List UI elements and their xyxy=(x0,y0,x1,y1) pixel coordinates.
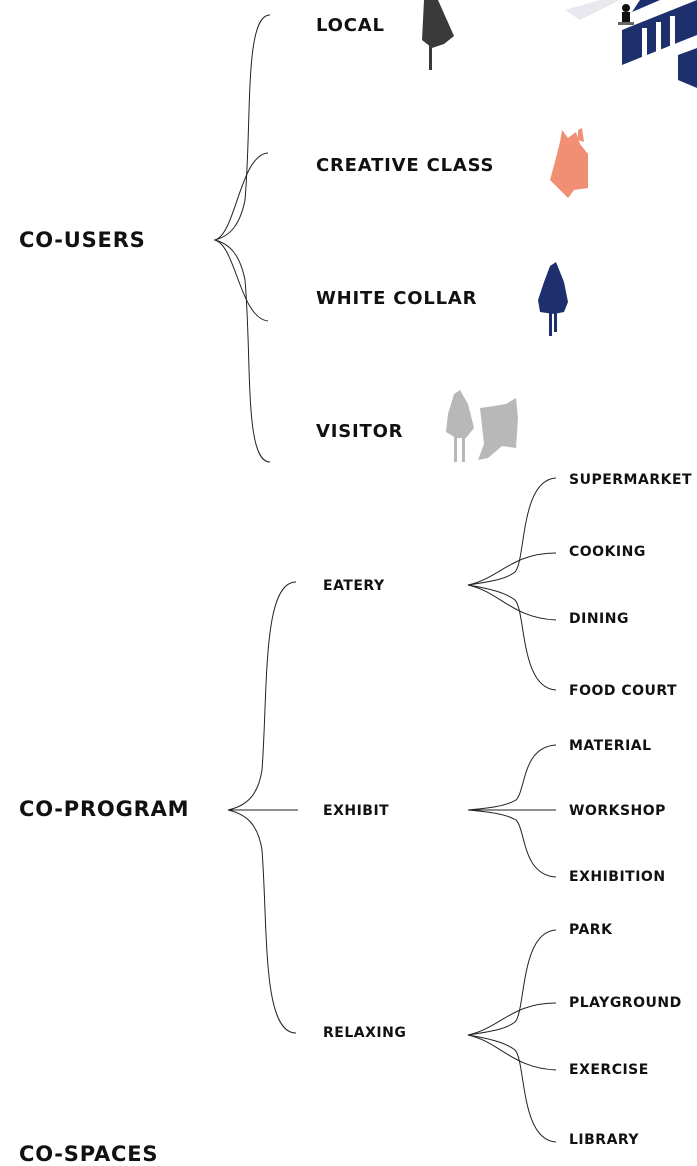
program-group-exhibit: EXHIBIT xyxy=(323,803,390,819)
building-illustration xyxy=(565,0,697,88)
program-item-workshop: WORKSHOP xyxy=(569,803,666,819)
white-collar-person-icon xyxy=(538,262,568,336)
co-users-title: CO-USERS xyxy=(19,228,146,252)
program-item-cooking: COOKING xyxy=(569,544,646,560)
program-item-playground: PLAYGROUND xyxy=(569,995,682,1011)
program-item-exercise: EXERCISE xyxy=(569,1062,649,1078)
program-group-eatery: EATERY xyxy=(323,578,385,594)
user-label-local: LOCAL xyxy=(316,15,385,36)
co-spaces-title: CO-SPACES xyxy=(19,1142,159,1166)
program-item-material: MATERIAL xyxy=(569,738,652,754)
program-item-food-court: FOOD COURT xyxy=(569,683,678,699)
local-person-icon xyxy=(422,0,454,70)
co-program-brace xyxy=(227,581,297,1034)
eatery-connector-dining xyxy=(467,584,557,621)
user-label-creative-class: CREATIVE CLASS xyxy=(316,155,495,176)
program-group-relaxing: RELAXING xyxy=(323,1025,407,1041)
user-label-visitor: VISITOR xyxy=(316,421,404,442)
relaxing-brace xyxy=(467,929,557,1143)
visitor-people-icon xyxy=(446,390,518,462)
co-program-title: CO-PROGRAM xyxy=(19,797,190,821)
relaxing-connector-exercise xyxy=(467,1034,557,1071)
program-item-exhibition: EXHIBITION xyxy=(569,869,666,885)
co-users-connector-creative xyxy=(214,152,269,241)
program-item-supermarket: SUPERMARKET xyxy=(569,472,693,488)
program-item-dining: DINING xyxy=(569,611,629,627)
program-item-park: PARK xyxy=(569,922,613,938)
exhibit-brace xyxy=(467,744,557,878)
relaxing-connector-playground xyxy=(467,1002,557,1036)
user-label-white-collar: WHITE COLLAR xyxy=(316,288,478,309)
program-item-library: LIBRARY xyxy=(569,1132,640,1148)
co-users-connector-white-collar xyxy=(214,239,269,322)
eatery-brace xyxy=(467,477,557,691)
eatery-connector-cooking xyxy=(467,552,557,586)
creative-class-person-icon xyxy=(550,128,588,198)
co-users-brace xyxy=(213,14,271,463)
